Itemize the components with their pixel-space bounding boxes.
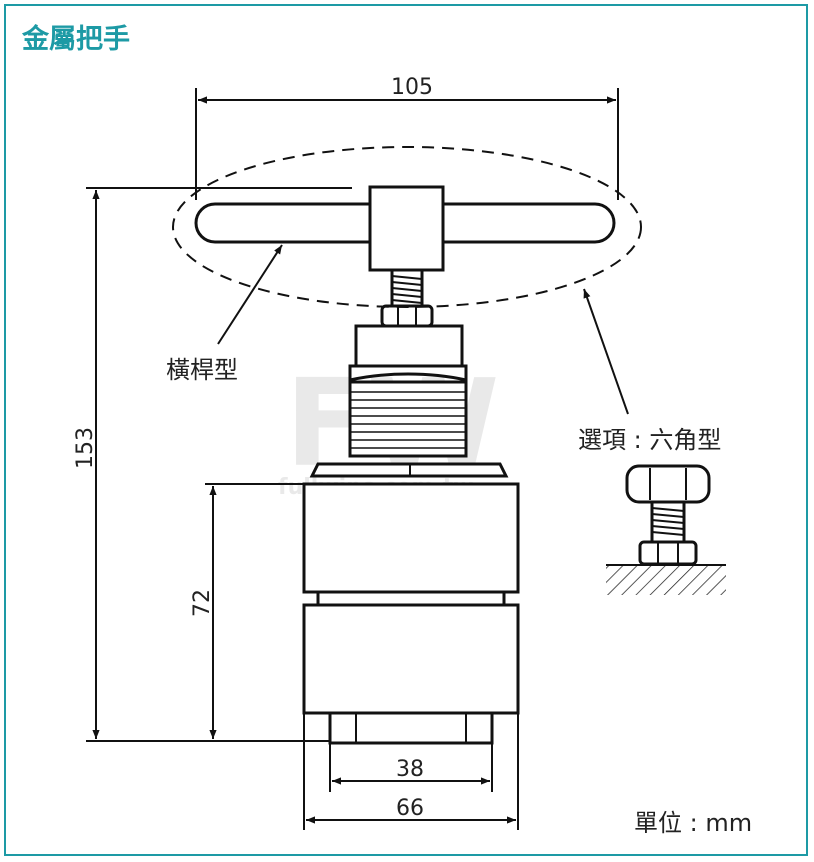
handle-hub [368, 185, 445, 272]
page-title: 金屬把手 [21, 23, 130, 55]
dim-inner-width: 38 [396, 757, 424, 782]
callout-arrows [217, 244, 629, 415]
middle-groove [316, 590, 506, 607]
dim-total-height: 153 [73, 427, 98, 469]
hex-head [625, 464, 711, 504]
upper-neck [354, 324, 464, 372]
hex-option-sketch [606, 464, 726, 595]
upper-block [302, 482, 520, 594]
handle-type-label: 橫桿型 [166, 356, 238, 384]
hex-base-nut [638, 540, 698, 566]
threaded-section [348, 380, 468, 458]
bottom-fitting [328, 711, 494, 745]
option-label: 選項 : 六角型 [578, 426, 721, 454]
gauge-body [302, 324, 520, 745]
ground-hatch [606, 565, 726, 595]
option-arrow [583, 288, 629, 415]
dimension-lines [86, 88, 619, 830]
lower-block [302, 603, 520, 715]
dim-body-height: 72 [190, 589, 215, 617]
small-nut [380, 304, 434, 328]
unit-label: 單位 : mm [634, 809, 752, 837]
neck-ring [348, 364, 468, 382]
t-handle [194, 185, 616, 328]
handle-type-arrow [217, 244, 283, 345]
dim-outer-width: 66 [396, 796, 424, 821]
handle-highlight-ellipse [172, 146, 642, 308]
drawing-frame [4, 4, 808, 856]
dim-top-width: 105 [391, 75, 433, 100]
